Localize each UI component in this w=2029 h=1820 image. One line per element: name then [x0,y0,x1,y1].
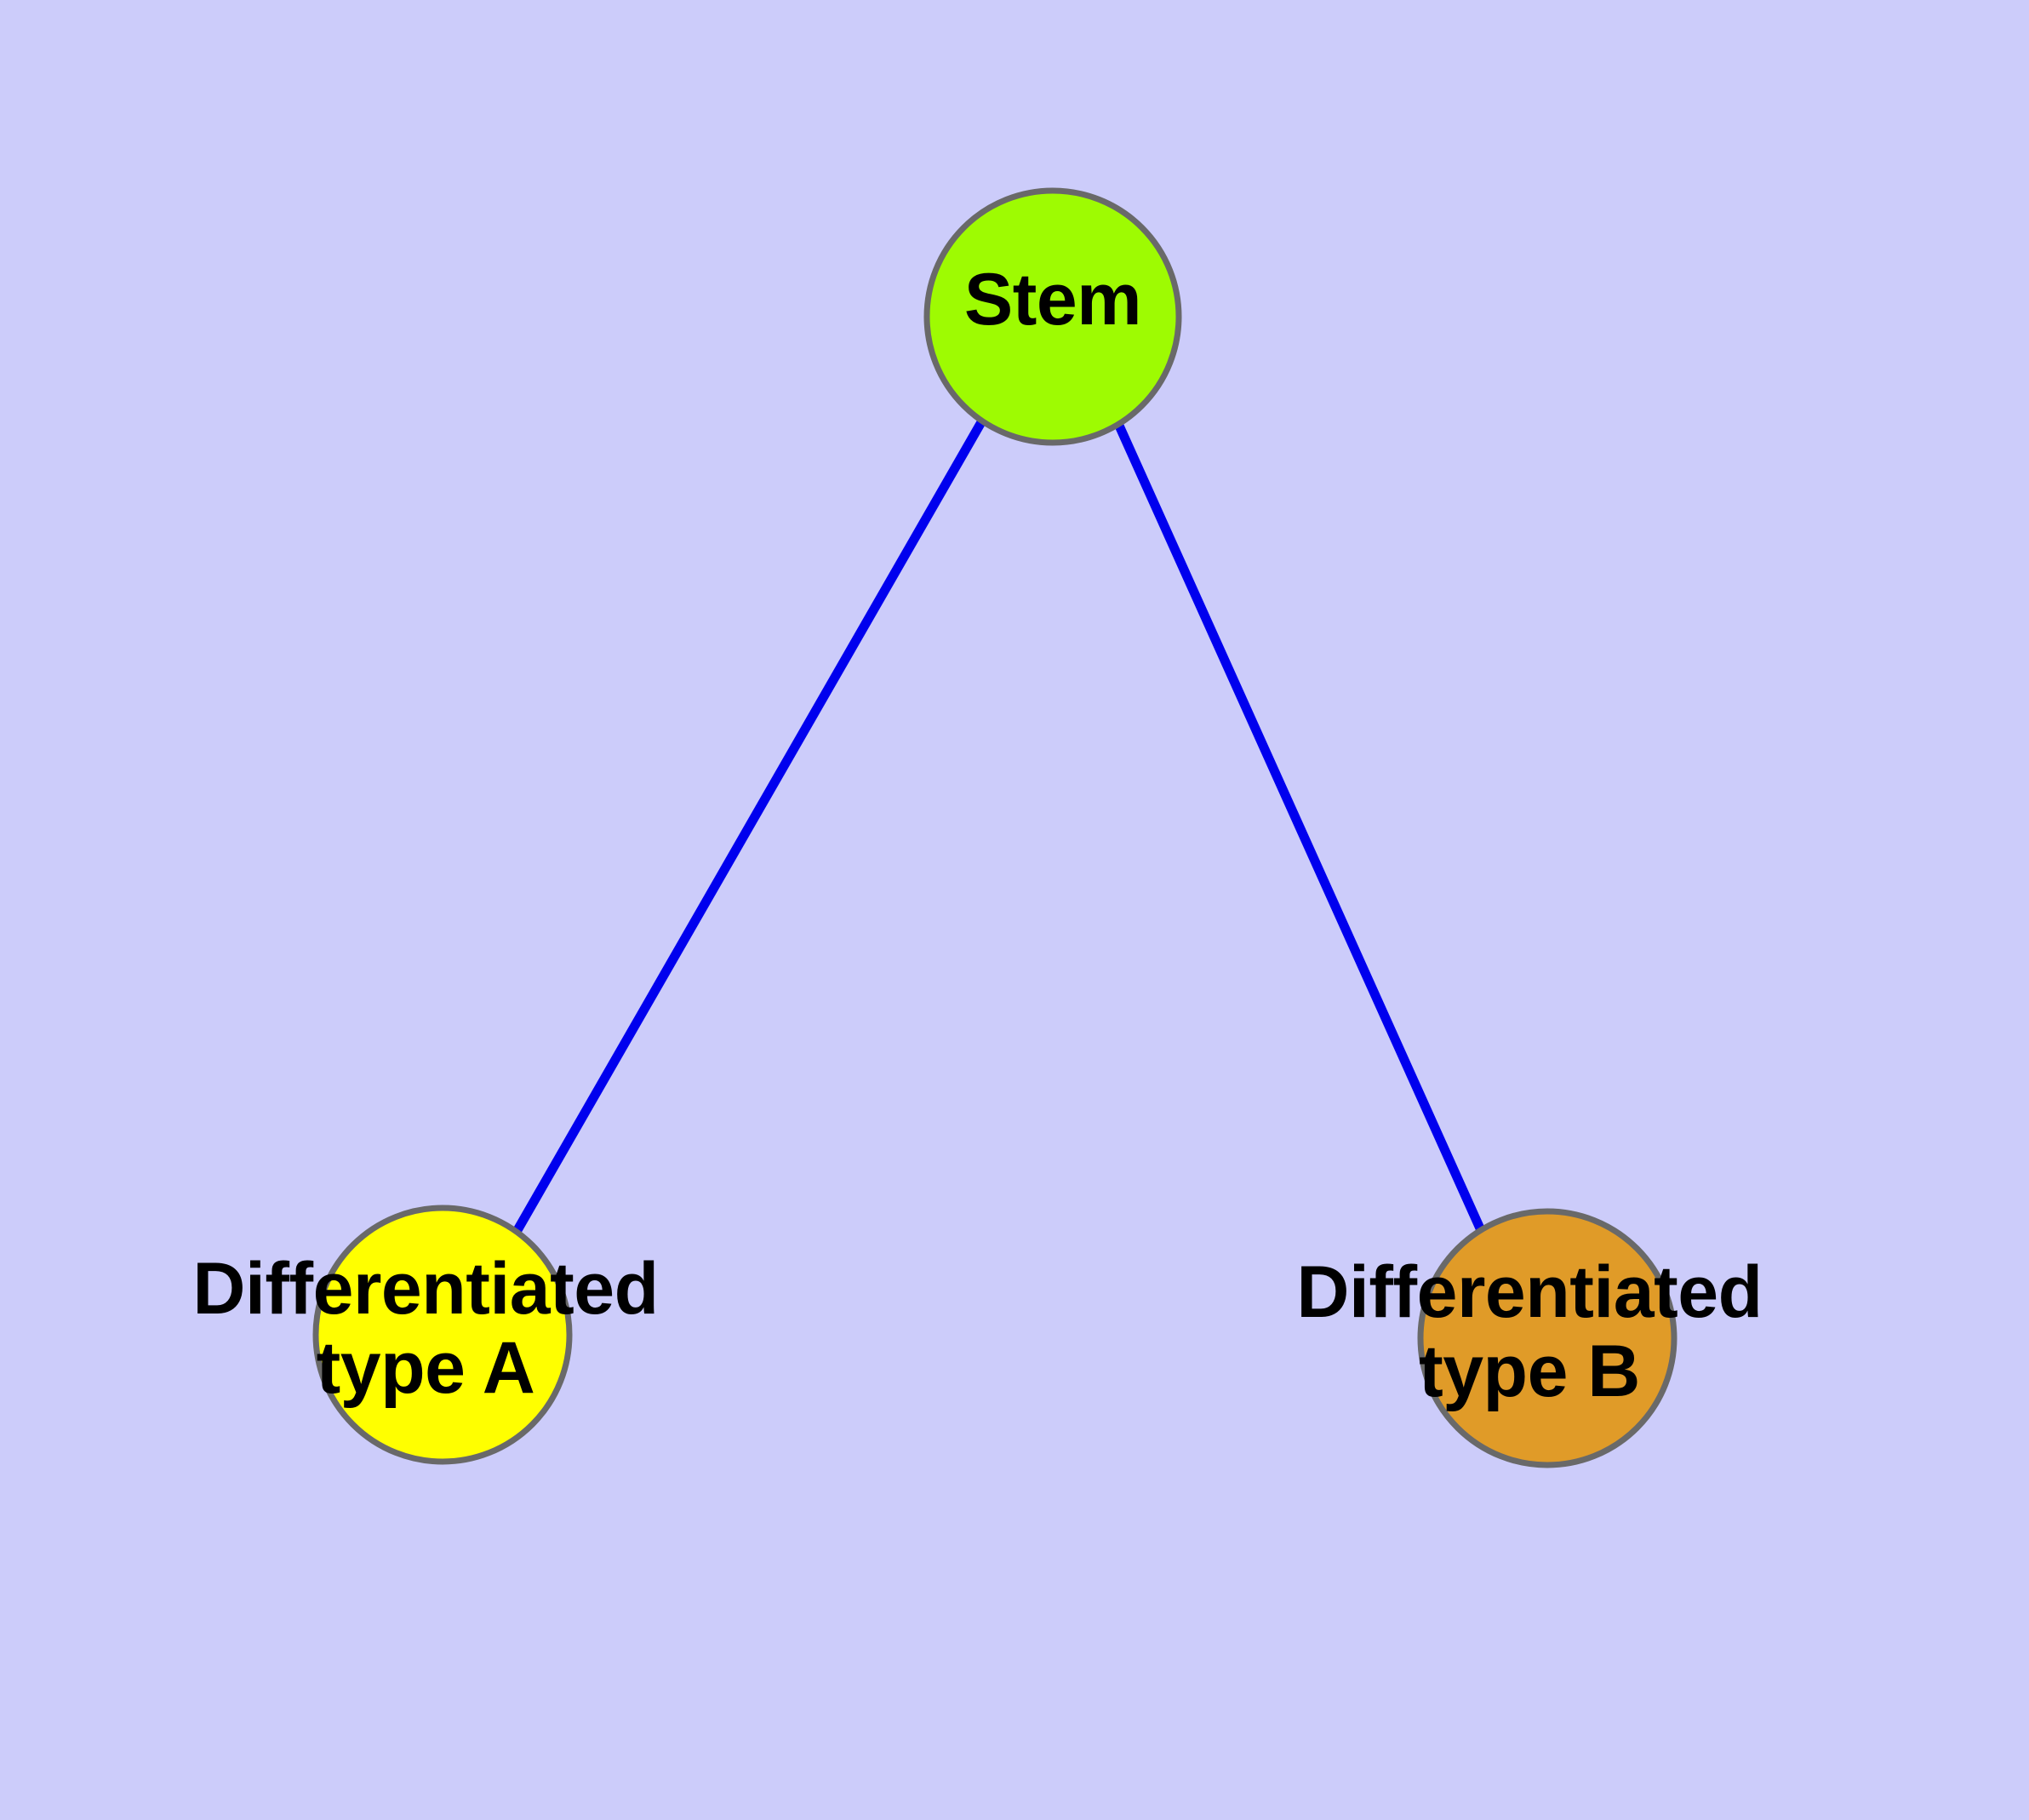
edge-layer [510,420,1485,1239]
edge-stem-to-diff-b [1114,423,1485,1231]
node-stem[interactable] [923,187,1182,446]
edge-stem-to-diff-a [510,420,986,1239]
node-differentiated-type-a[interactable] [312,1205,573,1465]
node-layer [312,187,1677,1468]
node-differentiated-type-b[interactable] [1417,1208,1677,1468]
